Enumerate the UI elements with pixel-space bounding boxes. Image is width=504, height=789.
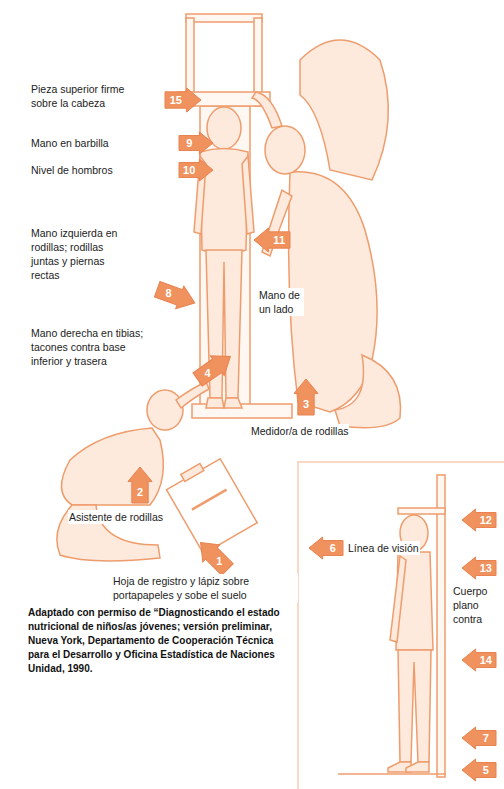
arrow-body	[462, 727, 496, 749]
assistant-figure-part	[61, 428, 163, 505]
length-board	[178, 14, 292, 418]
callout-number: 8	[165, 288, 171, 299]
callout-number: 9	[186, 138, 192, 149]
arrow-body	[462, 759, 496, 781]
callout-number: 15	[170, 95, 182, 106]
arrow-shape	[462, 727, 496, 749]
callout-number: 13	[480, 563, 492, 574]
measurer-figure-part	[252, 92, 282, 128]
annotation-label: Medidor/a de rodillas	[250, 424, 349, 438]
arrow-shape	[179, 132, 213, 154]
standing-board-part	[398, 508, 445, 514]
callout-arrow: 4	[194, 356, 234, 380]
callout-arrow: 5	[462, 759, 496, 781]
callout-number: 1	[216, 556, 222, 567]
annotation-label: Mano de un lado	[258, 288, 304, 316]
callout-arrow: 12	[462, 509, 496, 531]
annotation-label: Línea de visión	[347, 541, 420, 555]
standing-child-part	[406, 762, 429, 772]
arrow-shape	[153, 278, 199, 314]
clipboard-part	[181, 463, 204, 481]
measurer-figure-part	[335, 355, 401, 428]
callout-arrow: 8	[156, 284, 196, 308]
callout-arrow: 1	[195, 544, 233, 568]
source-caption: Adaptado con permiso de “Diagnosticando …	[28, 606, 292, 676]
arrow-shape	[309, 537, 343, 559]
callout-number: 6	[330, 543, 336, 554]
arrow-body	[192, 534, 236, 578]
callout-number: 3	[303, 399, 309, 410]
annotation-label: Mano derecha en tibias; tacones contra b…	[30, 326, 154, 368]
arrow-body	[179, 132, 213, 154]
callout-arrow: 14	[462, 649, 496, 671]
annotation-label: Mano izquierda en rodillas; rodillas jun…	[30, 226, 130, 282]
standing-board-part	[338, 773, 446, 775]
measurer-figure-part	[265, 126, 305, 174]
lying-child-part	[206, 398, 224, 408]
lying-child-part	[224, 398, 242, 408]
arrow-body	[179, 159, 213, 181]
lying-child-part	[200, 149, 248, 255]
standing-panel-part	[298, 462, 504, 789]
annotation-label: Cuerpo plano contra	[452, 584, 500, 626]
callout-arrow: 9	[179, 132, 213, 154]
arrow-body	[462, 649, 496, 671]
length-board-part	[186, 14, 262, 22]
measurer-figure	[252, 40, 401, 428]
callout-number: 11	[273, 235, 285, 246]
arrow-shape	[462, 759, 496, 781]
arrow-body	[294, 379, 318, 415]
annotation-label: Nivel de hombros	[30, 163, 114, 177]
callout-number: 5	[483, 765, 489, 776]
assistant-figure-part	[176, 382, 209, 408]
callout-number: 2	[137, 487, 143, 498]
callout-arrow: 6	[309, 537, 343, 559]
callout-number: 10	[183, 165, 195, 176]
callout-arrow: 13	[462, 557, 496, 579]
standing-child-part	[390, 556, 406, 642]
arrow-body	[191, 347, 238, 390]
annotation-label: Asistente de rodillas	[68, 510, 164, 524]
measurer-figure-part	[300, 40, 388, 180]
clipboard-part	[167, 459, 258, 554]
arrow-body	[309, 537, 343, 559]
standing-panel	[298, 462, 504, 789]
callout-number: 7	[483, 733, 489, 744]
callout-arrow: 7	[462, 727, 496, 749]
callout-arrow: 11	[254, 228, 290, 252]
lying-child-part	[242, 156, 254, 234]
assistant-figure-part	[147, 390, 183, 430]
arrow-body	[462, 557, 496, 579]
callout-number: 4	[204, 367, 210, 378]
arrow-body	[165, 88, 201, 112]
callout-arrow: 2	[122, 473, 158, 497]
callout-arrow: 3	[288, 385, 324, 409]
arrow-body	[128, 467, 152, 503]
arrow-body	[254, 228, 290, 252]
standing-board-part	[437, 475, 445, 777]
clipboard-part	[192, 490, 227, 510]
arrow-body	[153, 278, 199, 314]
arrow-body	[462, 509, 496, 531]
clipboard	[164, 453, 258, 553]
standing-child-part	[398, 650, 431, 762]
callout-arrow: 10	[179, 159, 213, 181]
callout-number: 12	[480, 515, 492, 526]
annotation-label: Mano en barbilla	[30, 136, 110, 150]
annotation-label: Pieza superior firme sobre la cabeza	[30, 82, 147, 110]
annotation-label: Hoja de registro y lápiz sobre portapape…	[112, 574, 298, 602]
assistant-figure	[57, 382, 209, 561]
callout-number: 14	[480, 655, 492, 666]
callout-arrow: 15	[165, 88, 201, 112]
standing-board	[338, 475, 446, 777]
